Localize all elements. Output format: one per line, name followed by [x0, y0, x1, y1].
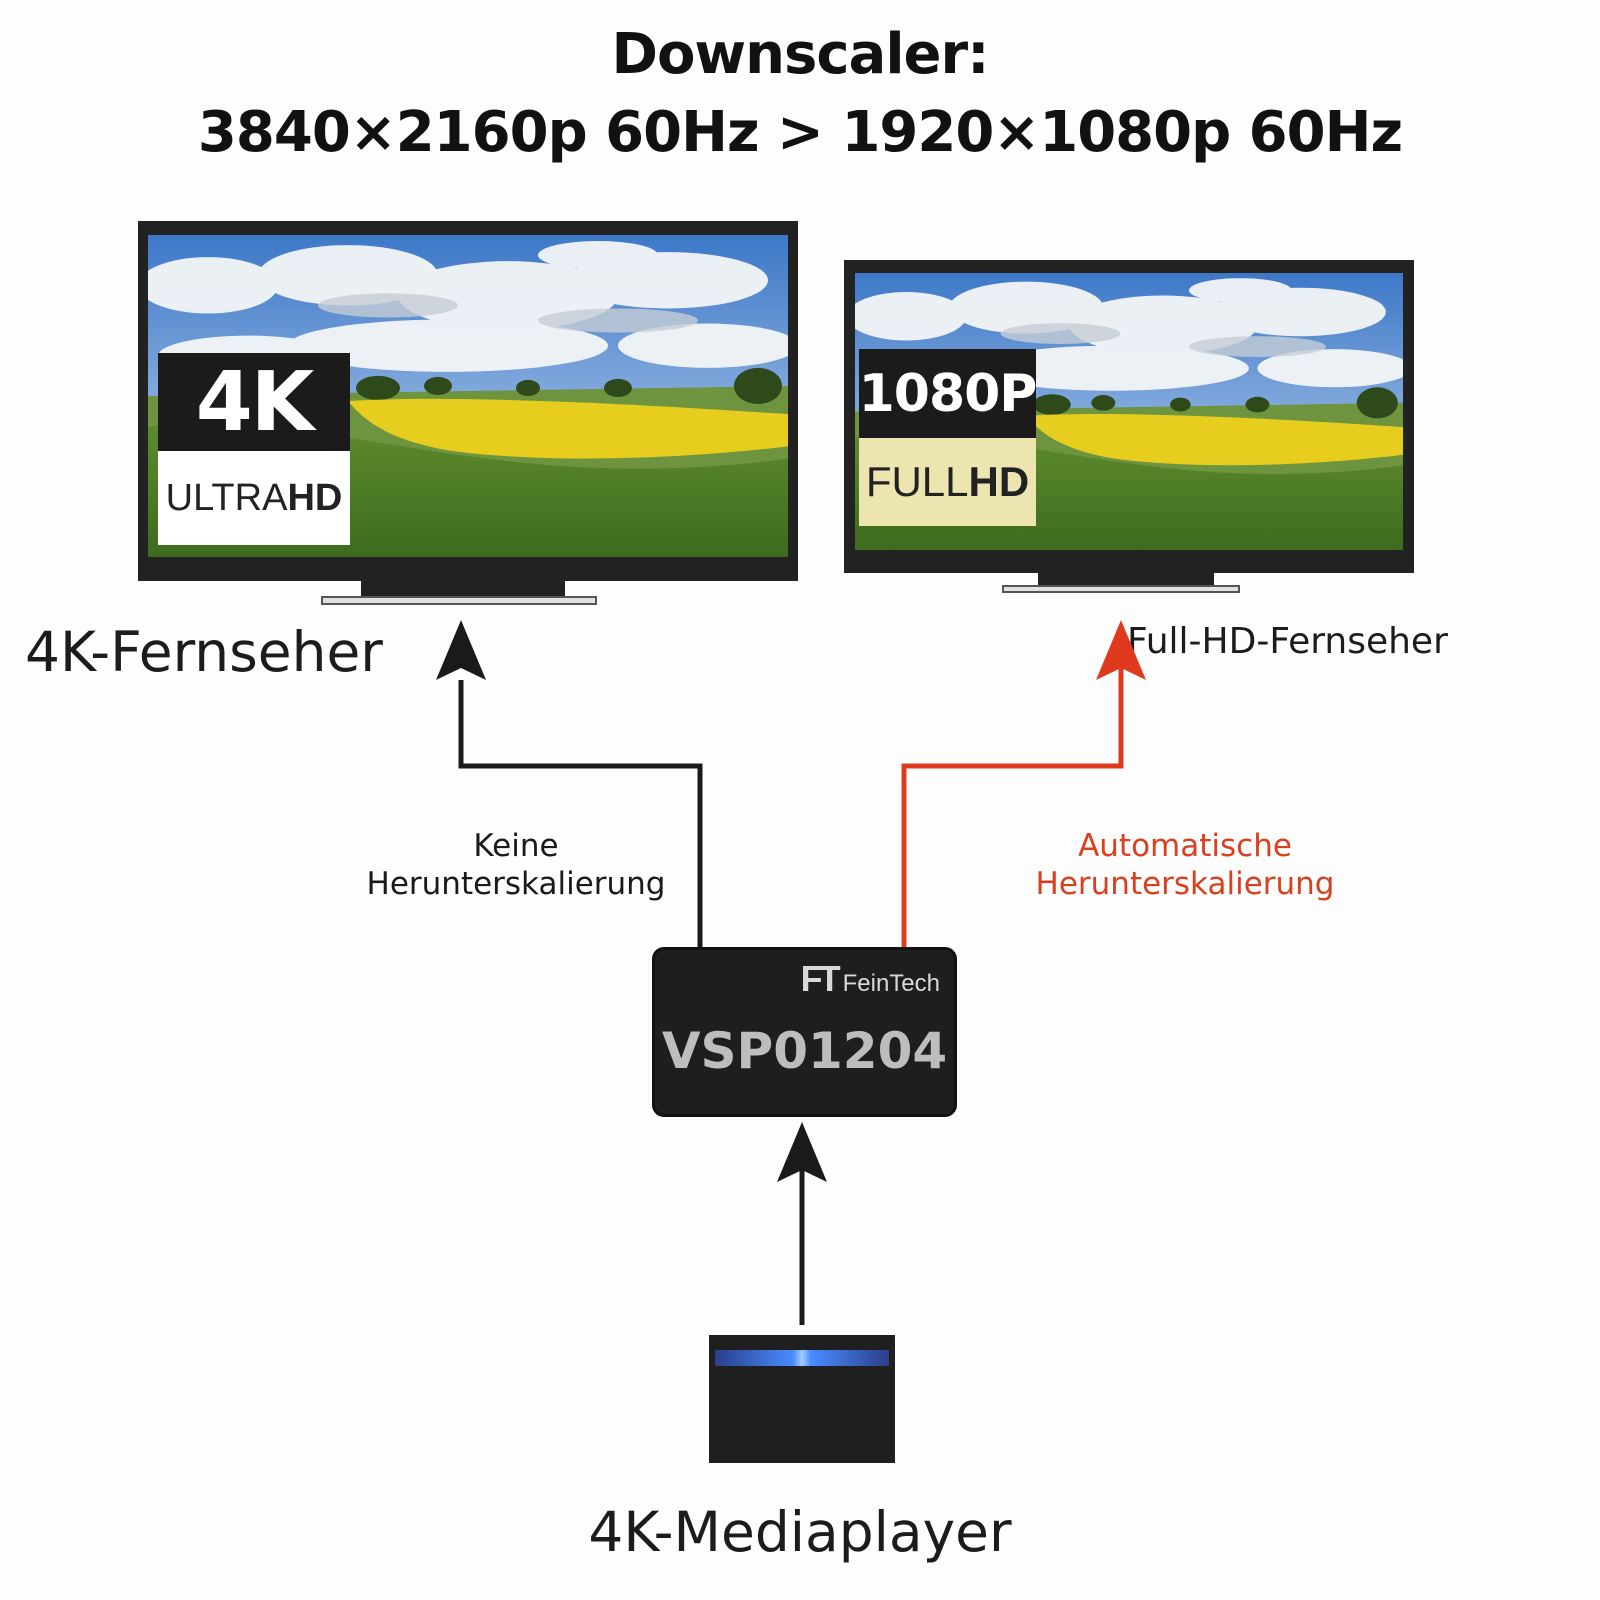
badge-1080p: 1080P — [858, 349, 1038, 438]
badge-ultrahd-light: ULTRA — [165, 476, 288, 519]
brand-name: FeinTech — [842, 970, 940, 997]
caption-fullhd-tv: Full-HD-Fernseher — [1127, 621, 1448, 662]
label-no-downscale-line1: Keine — [473, 828, 559, 864]
caption-4k-tv: 4K-Fernseher — [25, 620, 383, 684]
arrow-path-no-downscale — [458, 680, 703, 950]
arrow-path-downscale — [901, 668, 1124, 950]
label-no-downscale-line2: Herunterskalierung — [366, 866, 666, 902]
badge-4k: 4K — [158, 353, 350, 451]
label-auto-downscale-line2: Herunterskalierung — [1035, 866, 1335, 902]
arrow-head-fullhd-tv — [1096, 620, 1146, 680]
badge-4k-text: 4K — [195, 354, 315, 450]
arrow-head-4k-tv — [436, 620, 486, 680]
title-line-1: Downscaler: — [611, 22, 989, 87]
badge-1080p-text: 1080P — [858, 363, 1038, 424]
label-auto-downscale-line1: Automatische — [1078, 828, 1292, 864]
tv-4k-base — [321, 596, 597, 605]
brand-logo: FT FeinTech — [801, 958, 940, 1000]
downscaler-device: FT FeinTech VSP01204 — [652, 947, 957, 1117]
label-auto-downscale: Automatische Herunterskalierung — [1020, 827, 1350, 903]
model-number: VSP01204 — [661, 1022, 948, 1080]
brand-mark: FT — [800, 958, 841, 999]
media-player — [709, 1335, 895, 1463]
tv-fullhd-base — [1002, 585, 1240, 593]
badge-ultrahd-bold: HD — [287, 476, 343, 519]
caption-media-player: 4K-Mediaplayer — [588, 1500, 1012, 1564]
media-player-led-strip — [715, 1350, 889, 1366]
badge-fullhd-bold: HD — [968, 458, 1030, 505]
arrow-head-device — [777, 1122, 827, 1182]
tv-4k-stand — [361, 581, 565, 597]
tv-fullhd-stand — [1038, 573, 1214, 587]
label-no-downscale: Keine Herunterskalierung — [356, 827, 676, 903]
title-line-2: 3840×2160p 60Hz > 1920×1080p 60Hz — [197, 100, 1403, 165]
badge-fullhd-light: FULL — [865, 458, 969, 505]
